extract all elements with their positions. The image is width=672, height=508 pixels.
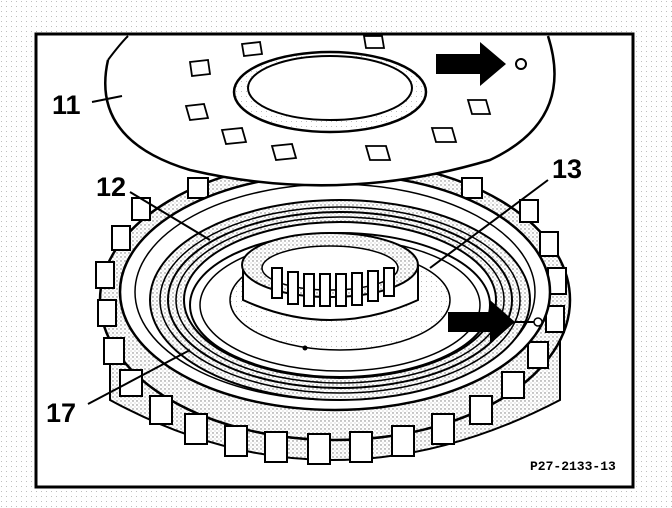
callout-11: 11 (52, 90, 81, 120)
callout-13: 13 (552, 154, 582, 184)
arrow-upper (436, 42, 527, 86)
leader-lines (87, 95, 549, 405)
splined-hub (241, 232, 419, 321)
callout-12: 12 (96, 172, 126, 202)
callout-17: 17 (46, 398, 76, 428)
arrow-lower (448, 300, 543, 344)
figure-code: P27-2133-13 (530, 459, 616, 474)
